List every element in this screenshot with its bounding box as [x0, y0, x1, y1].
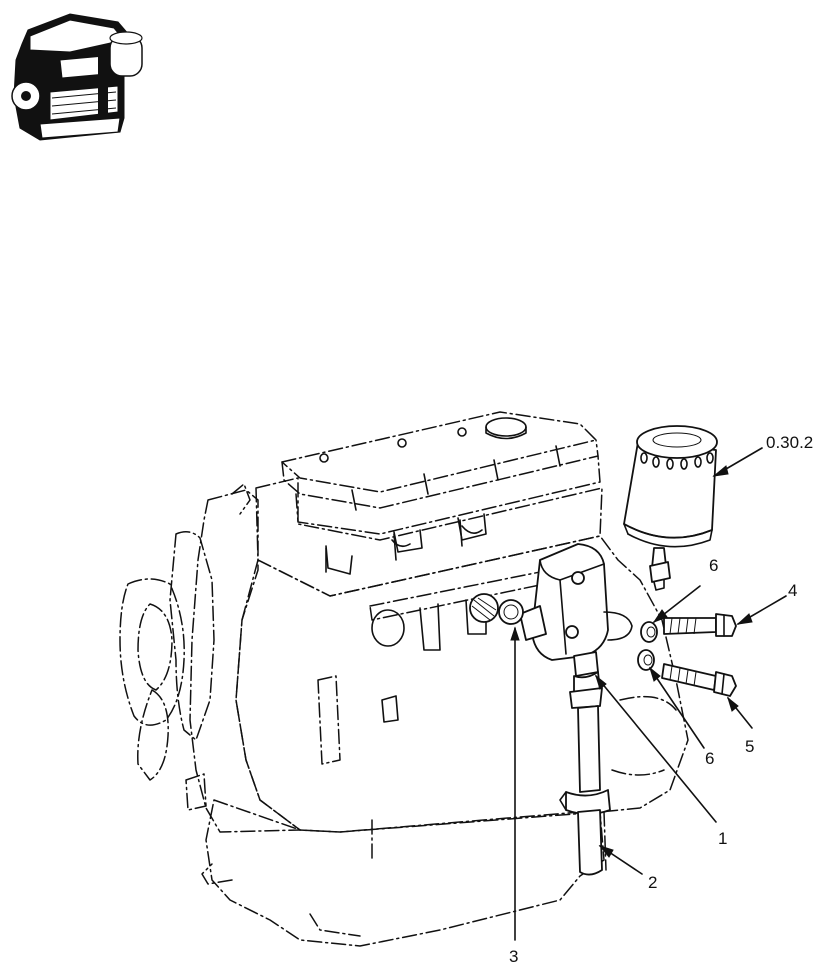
filter-head-housing — [519, 543, 633, 661]
callout-4: 4 — [788, 581, 797, 600]
callout-3: 3 — [509, 947, 518, 966]
washer-lower — [637, 649, 655, 671]
bolt-lower — [661, 663, 737, 697]
engine-block-outline — [119, 411, 689, 947]
oil-pickup-tube — [559, 651, 611, 876]
bolt-upper — [663, 613, 737, 637]
callout-2: 2 — [648, 873, 657, 892]
callout-filter-ref: 0.30.2 — [766, 433, 813, 452]
callout-1: 1 — [718, 829, 727, 848]
engine-thumbnail-icon — [11, 13, 143, 141]
seal-ring — [498, 599, 524, 625]
washer-upper — [640, 621, 658, 643]
callout-5: 5 — [745, 737, 754, 756]
callout-6-upper: 6 — [709, 556, 718, 575]
oil-filter — [623, 425, 718, 591]
adapter-fitting — [469, 593, 499, 623]
callout-6-lower: 6 — [705, 749, 714, 768]
leader-lines — [510, 447, 787, 941]
